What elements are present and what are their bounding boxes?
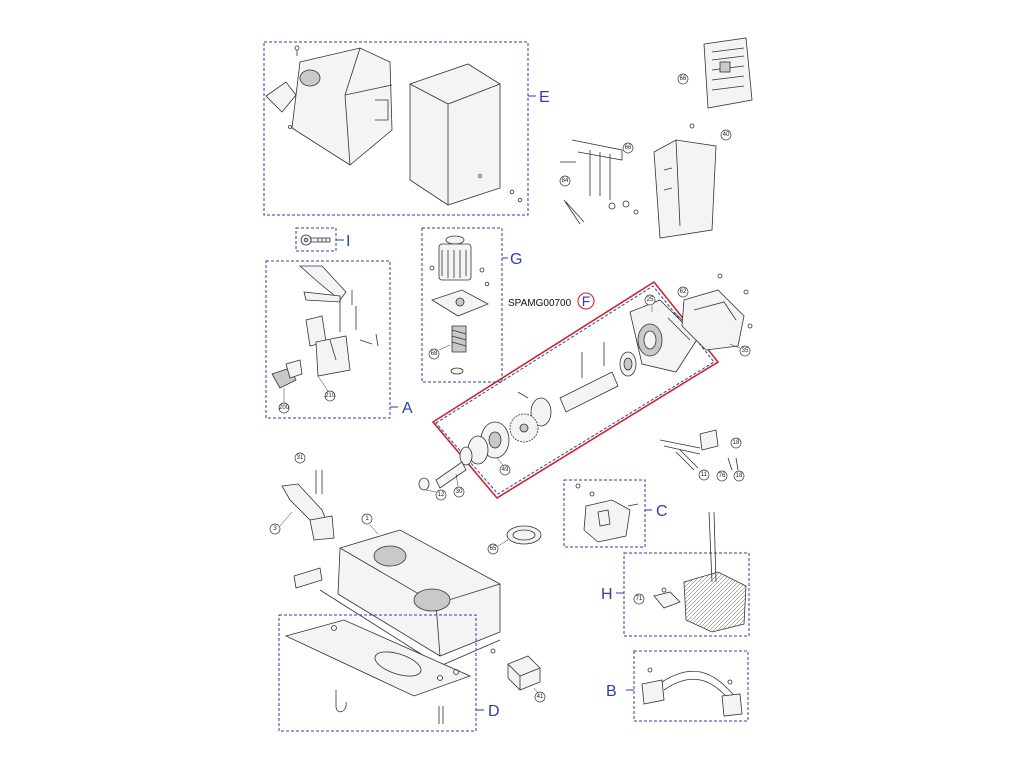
stop-block-part: [490, 648, 541, 691]
svg-text:12: 12: [438, 492, 445, 498]
svg-text:84: 84: [562, 178, 569, 184]
callout-71: 71: [633, 593, 645, 605]
callout-31: 31: [294, 452, 306, 464]
group-h-label: H: [601, 586, 613, 603]
callout-66-top: 66: [677, 73, 689, 85]
callout-84: 84: [559, 175, 571, 187]
capacitor-part: [575, 483, 639, 543]
callout-11: 11: [698, 469, 710, 481]
callout-200: 200: [278, 388, 290, 414]
group-i[interactable]: I: [295, 227, 350, 252]
callout-12: 12: [425, 489, 447, 501]
motor-part: [429, 235, 490, 375]
board-bracket-part: [653, 123, 717, 239]
svg-text:1: 1: [365, 516, 369, 522]
part-code-label: SPAMG00700: [508, 298, 572, 309]
release-handle-part: [281, 470, 335, 541]
callout-40: 40: [720, 129, 732, 141]
red-highlight-frame: [431, 280, 720, 500]
svg-text:66: 66: [625, 145, 632, 151]
outer-cover-part: [409, 63, 523, 206]
release-lever-parts: [271, 265, 379, 389]
svg-text:65: 65: [490, 546, 497, 552]
svg-text:25: 25: [647, 297, 654, 303]
group-a-label: A: [402, 400, 413, 417]
callout-18-top: 18: [730, 437, 742, 449]
callout-49: 49: [496, 457, 511, 476]
svg-text:18: 18: [733, 440, 740, 446]
group-b-label: B: [606, 683, 617, 700]
svg-text:49: 49: [502, 467, 509, 473]
svg-text:40: 40: [723, 132, 730, 138]
transformer-part: [653, 511, 747, 633]
group-c[interactable]: C: [563, 479, 668, 548]
callout-65: 65: [487, 539, 509, 555]
svg-text:11: 11: [701, 472, 708, 478]
svg-text:68: 68: [431, 351, 438, 357]
group-e[interactable]: E: [263, 41, 550, 216]
limit-cams-part: [641, 667, 743, 717]
group-i-label: I: [346, 233, 350, 250]
callout-76: 76: [716, 470, 728, 482]
group-h[interactable]: H 71: [601, 511, 750, 637]
inner-cover-part: [265, 45, 393, 166]
callout-18-bottom: 18: [733, 470, 745, 482]
callout-1: 1: [361, 513, 379, 535]
callout-3: 3: [269, 511, 293, 535]
control-board-part: [703, 37, 753, 109]
svg-text:200: 200: [279, 405, 290, 411]
callout-68: 68: [428, 344, 451, 360]
callout-25: 25: [644, 294, 656, 312]
svg-text:210: 210: [325, 393, 336, 399]
group-d[interactable]: D: [278, 614, 500, 732]
svg-text:66: 66: [680, 76, 687, 82]
output-shaft-part: [418, 461, 467, 491]
foundation-plate-part: [284, 619, 472, 724]
svg-text:71: 71: [636, 596, 643, 602]
svg-text:62: 62: [680, 289, 687, 295]
group-e-label: E: [539, 89, 550, 106]
limit-switch-parts: [659, 429, 739, 471]
gearbox-parts: [459, 299, 699, 466]
callout-30: 30: [453, 473, 465, 498]
callout-35: 35: [729, 343, 751, 357]
group-f-label: F: [582, 293, 591, 309]
svg-text:41: 41: [537, 694, 544, 700]
callout-210: 210: [317, 375, 336, 402]
group-d-label: D: [488, 703, 500, 720]
callout-66-mid: 66: [622, 142, 634, 154]
bearing-ring-part: [506, 525, 542, 545]
group-g[interactable]: G 68: [421, 227, 522, 383]
svg-text:18: 18: [736, 473, 743, 479]
key-part: [300, 234, 331, 246]
callout-41: 41: [533, 687, 546, 703]
svg-text:30: 30: [456, 489, 463, 495]
group-c-label: C: [656, 503, 668, 520]
svg-text:76: 76: [719, 473, 726, 479]
end-cover-part: [681, 273, 753, 351]
wiring-harness-part: [560, 139, 639, 225]
group-a[interactable]: A 200 210: [265, 260, 413, 419]
group-b[interactable]: B: [606, 650, 749, 722]
group-g-label: G: [510, 251, 522, 268]
callout-62: 62: [677, 286, 689, 298]
svg-text:3: 3: [273, 526, 277, 532]
group-f-marker: [577, 292, 595, 310]
svg-text:35: 35: [742, 348, 749, 354]
group-f[interactable]: 25 49: [431, 280, 720, 500]
svg-text:31: 31: [297, 455, 304, 461]
